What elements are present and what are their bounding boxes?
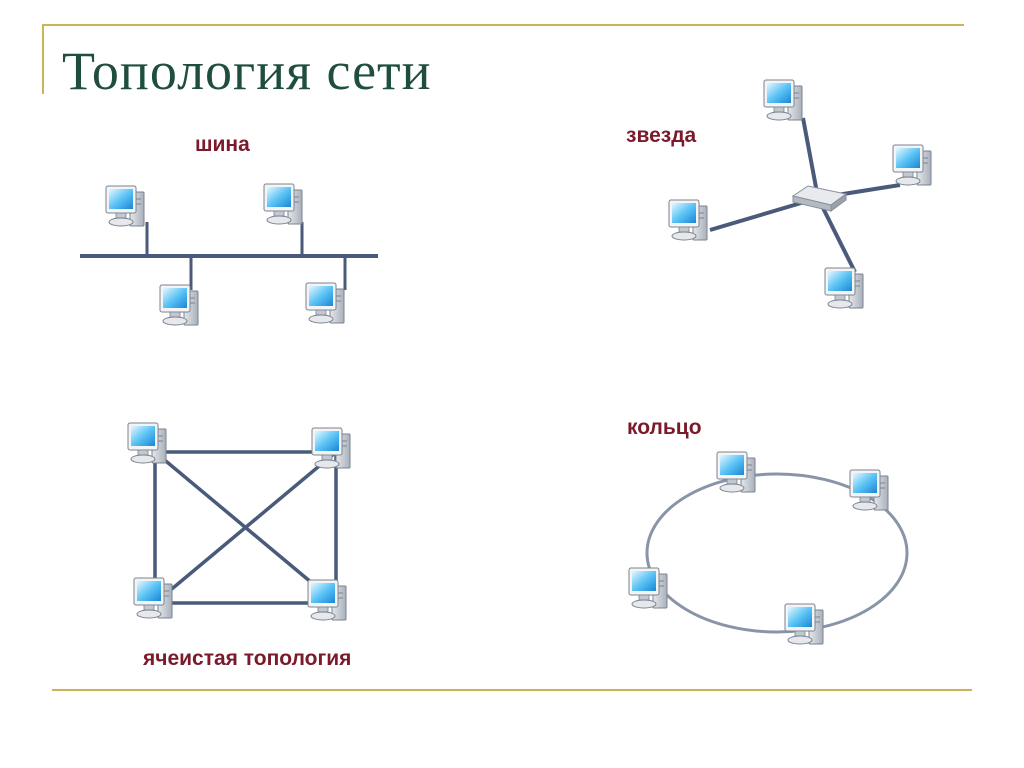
ring-topology [628,451,909,645]
star-label: звезда [626,124,697,147]
computer-icon [628,567,668,609]
computer-icon [307,579,347,621]
star-topology [668,79,932,309]
bus-topology [80,183,378,326]
switch-icon [791,185,848,212]
computer-icon [263,183,303,225]
computer-icon [849,469,889,511]
frame-left-rule [42,24,44,94]
mesh-topology [127,422,351,621]
computer-icon [311,427,351,469]
star-link [816,197,857,273]
computer-icon [305,282,345,324]
computer-icon [159,284,199,326]
computer-icon [105,185,145,227]
computer-icon [668,199,708,241]
computer-icon [127,422,167,464]
computer-icon [824,267,864,309]
computer-icon [784,603,824,645]
computer-icon [892,144,932,186]
bus-label: шина [195,133,250,156]
mesh-link [153,450,338,605]
mesh-label: ячеистая топология [143,647,352,670]
computer-icon [716,451,756,493]
computer-icon [763,79,803,121]
star-link [801,117,820,199]
ring-label: кольцо [627,416,702,439]
slide-title: Топология сети [62,41,432,101]
ring-link [645,472,909,634]
frame-bottom-rule [52,689,972,691]
computer-icon [133,577,173,619]
frame-top-rule [42,24,964,26]
